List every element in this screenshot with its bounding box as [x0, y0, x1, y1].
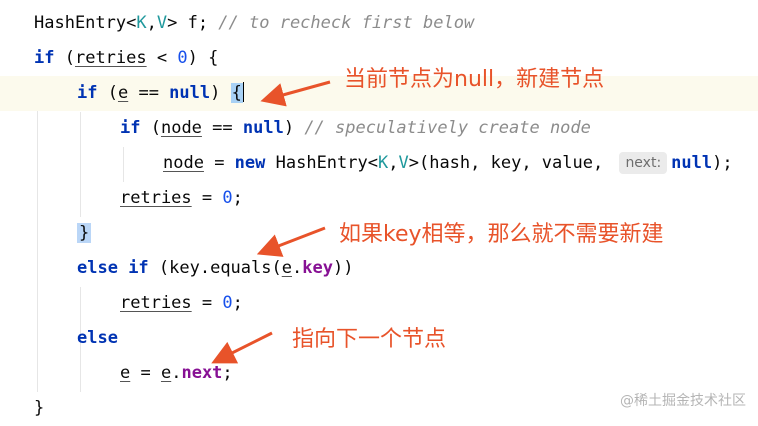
indent-guide — [123, 147, 124, 182]
text-cursor — [242, 82, 244, 102]
matched-brace-open: { — [230, 83, 243, 103]
code-line-10: else — [77, 328, 118, 348]
parameter-hint: next: — [619, 152, 668, 174]
indent-guide — [37, 77, 38, 392]
code-line-1: HashEntry<K,V> f; // to recheck first be… — [34, 13, 475, 33]
code-line-8: else if (key.equals(e.key)) — [77, 258, 354, 278]
code-line-7: } — [0, 216, 758, 251]
annotation-key-equal: 如果key相等，那么就不需要新建 — [339, 222, 664, 247]
code-line-4: if (node == null) // speculatively creat… — [120, 118, 591, 138]
code-line-11: e = e.next; — [120, 363, 233, 383]
code-line-2: if (retries < 0) { — [34, 48, 219, 68]
indent-guide — [80, 112, 81, 217]
annotation-new-node: 当前节点为null，新建节点 — [344, 67, 605, 92]
code-line-6: retries = 0; — [120, 188, 243, 208]
code-comment: // speculatively create node — [304, 118, 591, 138]
matched-brace-close: } — [77, 223, 92, 243]
code-comment: // to recheck first below — [218, 13, 475, 33]
code-line-12: } — [34, 398, 45, 418]
code-line-5: node = new HashEntry<K,V>(hash, key, val… — [163, 152, 733, 174]
watermark: @稀土掘金技术社区 — [620, 393, 746, 409]
code-line-3-current: if (e == null) { — [0, 76, 758, 111]
code-line-9: retries = 0; — [120, 293, 243, 313]
indent-guide — [80, 287, 81, 392]
annotation-next-node: 指向下一个节点 — [292, 327, 447, 352]
